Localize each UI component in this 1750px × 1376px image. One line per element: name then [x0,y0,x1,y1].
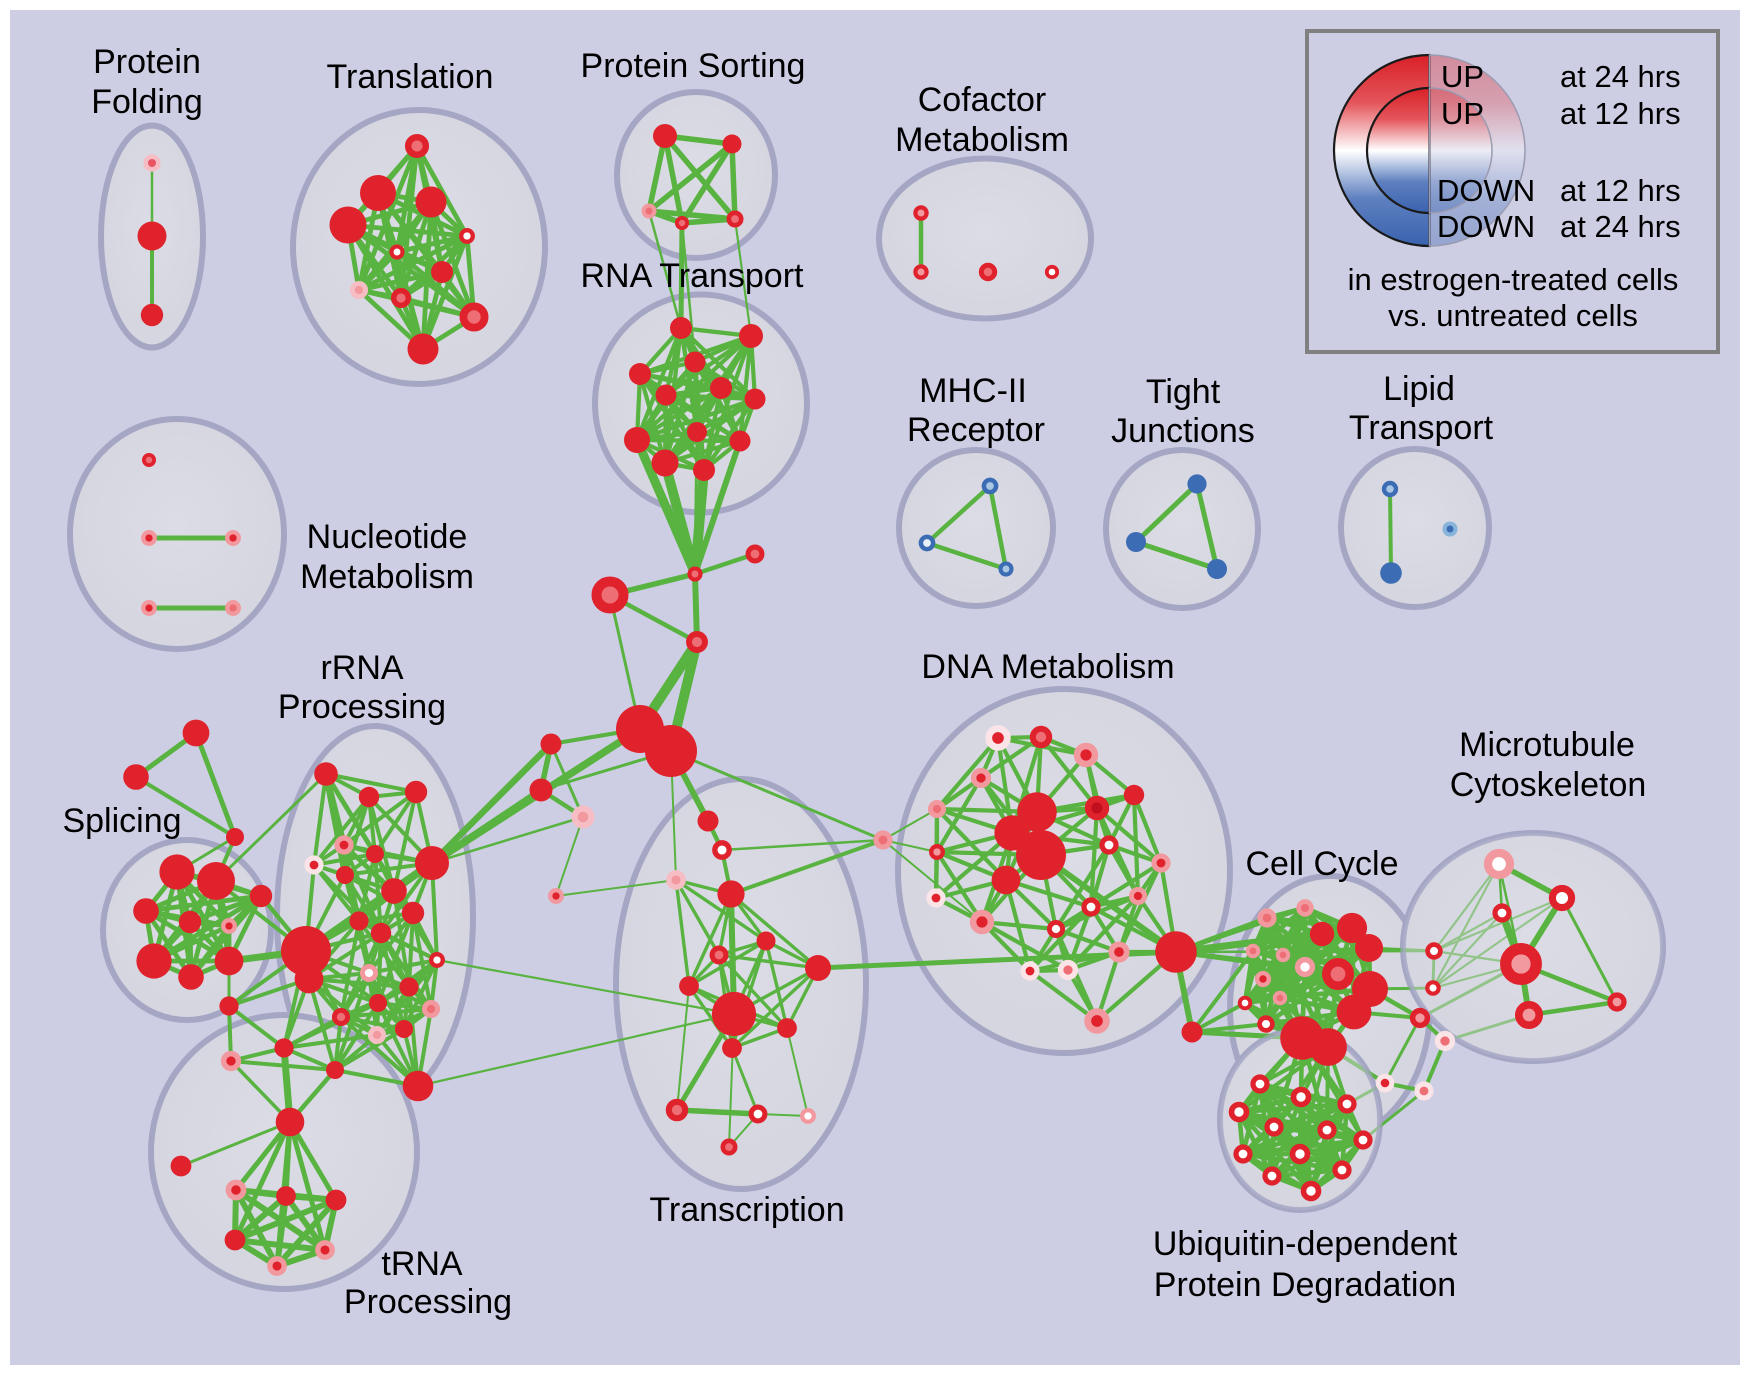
svg-text:Folding: Folding [91,83,203,121]
svg-text:Ubiquitin-dependent: Ubiquitin-dependent [1153,1225,1458,1263]
svg-text:in estrogen-treated cells: in estrogen-treated cells [1348,262,1679,297]
svg-text:Metabolism: Metabolism [300,558,474,596]
svg-text:MHC-II: MHC-II [919,372,1027,410]
svg-text:DOWN: DOWN [1437,209,1535,244]
svg-text:Splicing: Splicing [62,802,181,840]
svg-text:Junctions: Junctions [1111,412,1255,450]
svg-text:Cytoskeleton: Cytoskeleton [1450,766,1647,804]
svg-text:Microtubule: Microtubule [1459,726,1635,764]
svg-text:Transport: Transport [1349,409,1494,447]
svg-text:Protein Sorting: Protein Sorting [581,47,806,85]
svg-text:DOWN: DOWN [1437,173,1535,208]
svg-text:Cell Cycle: Cell Cycle [1245,845,1398,883]
svg-text:Lipid: Lipid [1383,370,1455,408]
svg-text:at 24 hrs: at 24 hrs [1560,209,1681,244]
svg-text:Protein Degradation: Protein Degradation [1154,1266,1456,1304]
svg-text:Tight: Tight [1146,373,1221,411]
svg-text:Receptor: Receptor [907,411,1045,449]
svg-text:tRNA: tRNA [381,1245,463,1283]
svg-text:at 24 hrs: at 24 hrs [1560,59,1681,94]
svg-text:rRNA: rRNA [320,649,403,687]
svg-text:UP: UP [1441,96,1484,131]
svg-text:RNA Transport: RNA Transport [581,257,805,295]
svg-text:at 12 hrs: at 12 hrs [1560,96,1681,131]
svg-text:Nucleotide: Nucleotide [307,518,468,556]
svg-text:Processing: Processing [278,688,446,726]
svg-text:DNA Metabolism: DNA Metabolism [921,648,1174,686]
svg-text:UP: UP [1441,59,1484,94]
svg-text:vs. untreated cells: vs. untreated cells [1388,298,1638,333]
svg-text:Protein: Protein [93,43,201,81]
svg-text:Processing: Processing [344,1283,512,1321]
svg-text:Cofactor: Cofactor [918,81,1047,119]
svg-text:at 12 hrs: at 12 hrs [1560,173,1681,208]
svg-text:Metabolism: Metabolism [895,121,1069,159]
svg-text:Transcription: Transcription [649,1191,844,1229]
svg-text:Translation: Translation [327,58,494,96]
